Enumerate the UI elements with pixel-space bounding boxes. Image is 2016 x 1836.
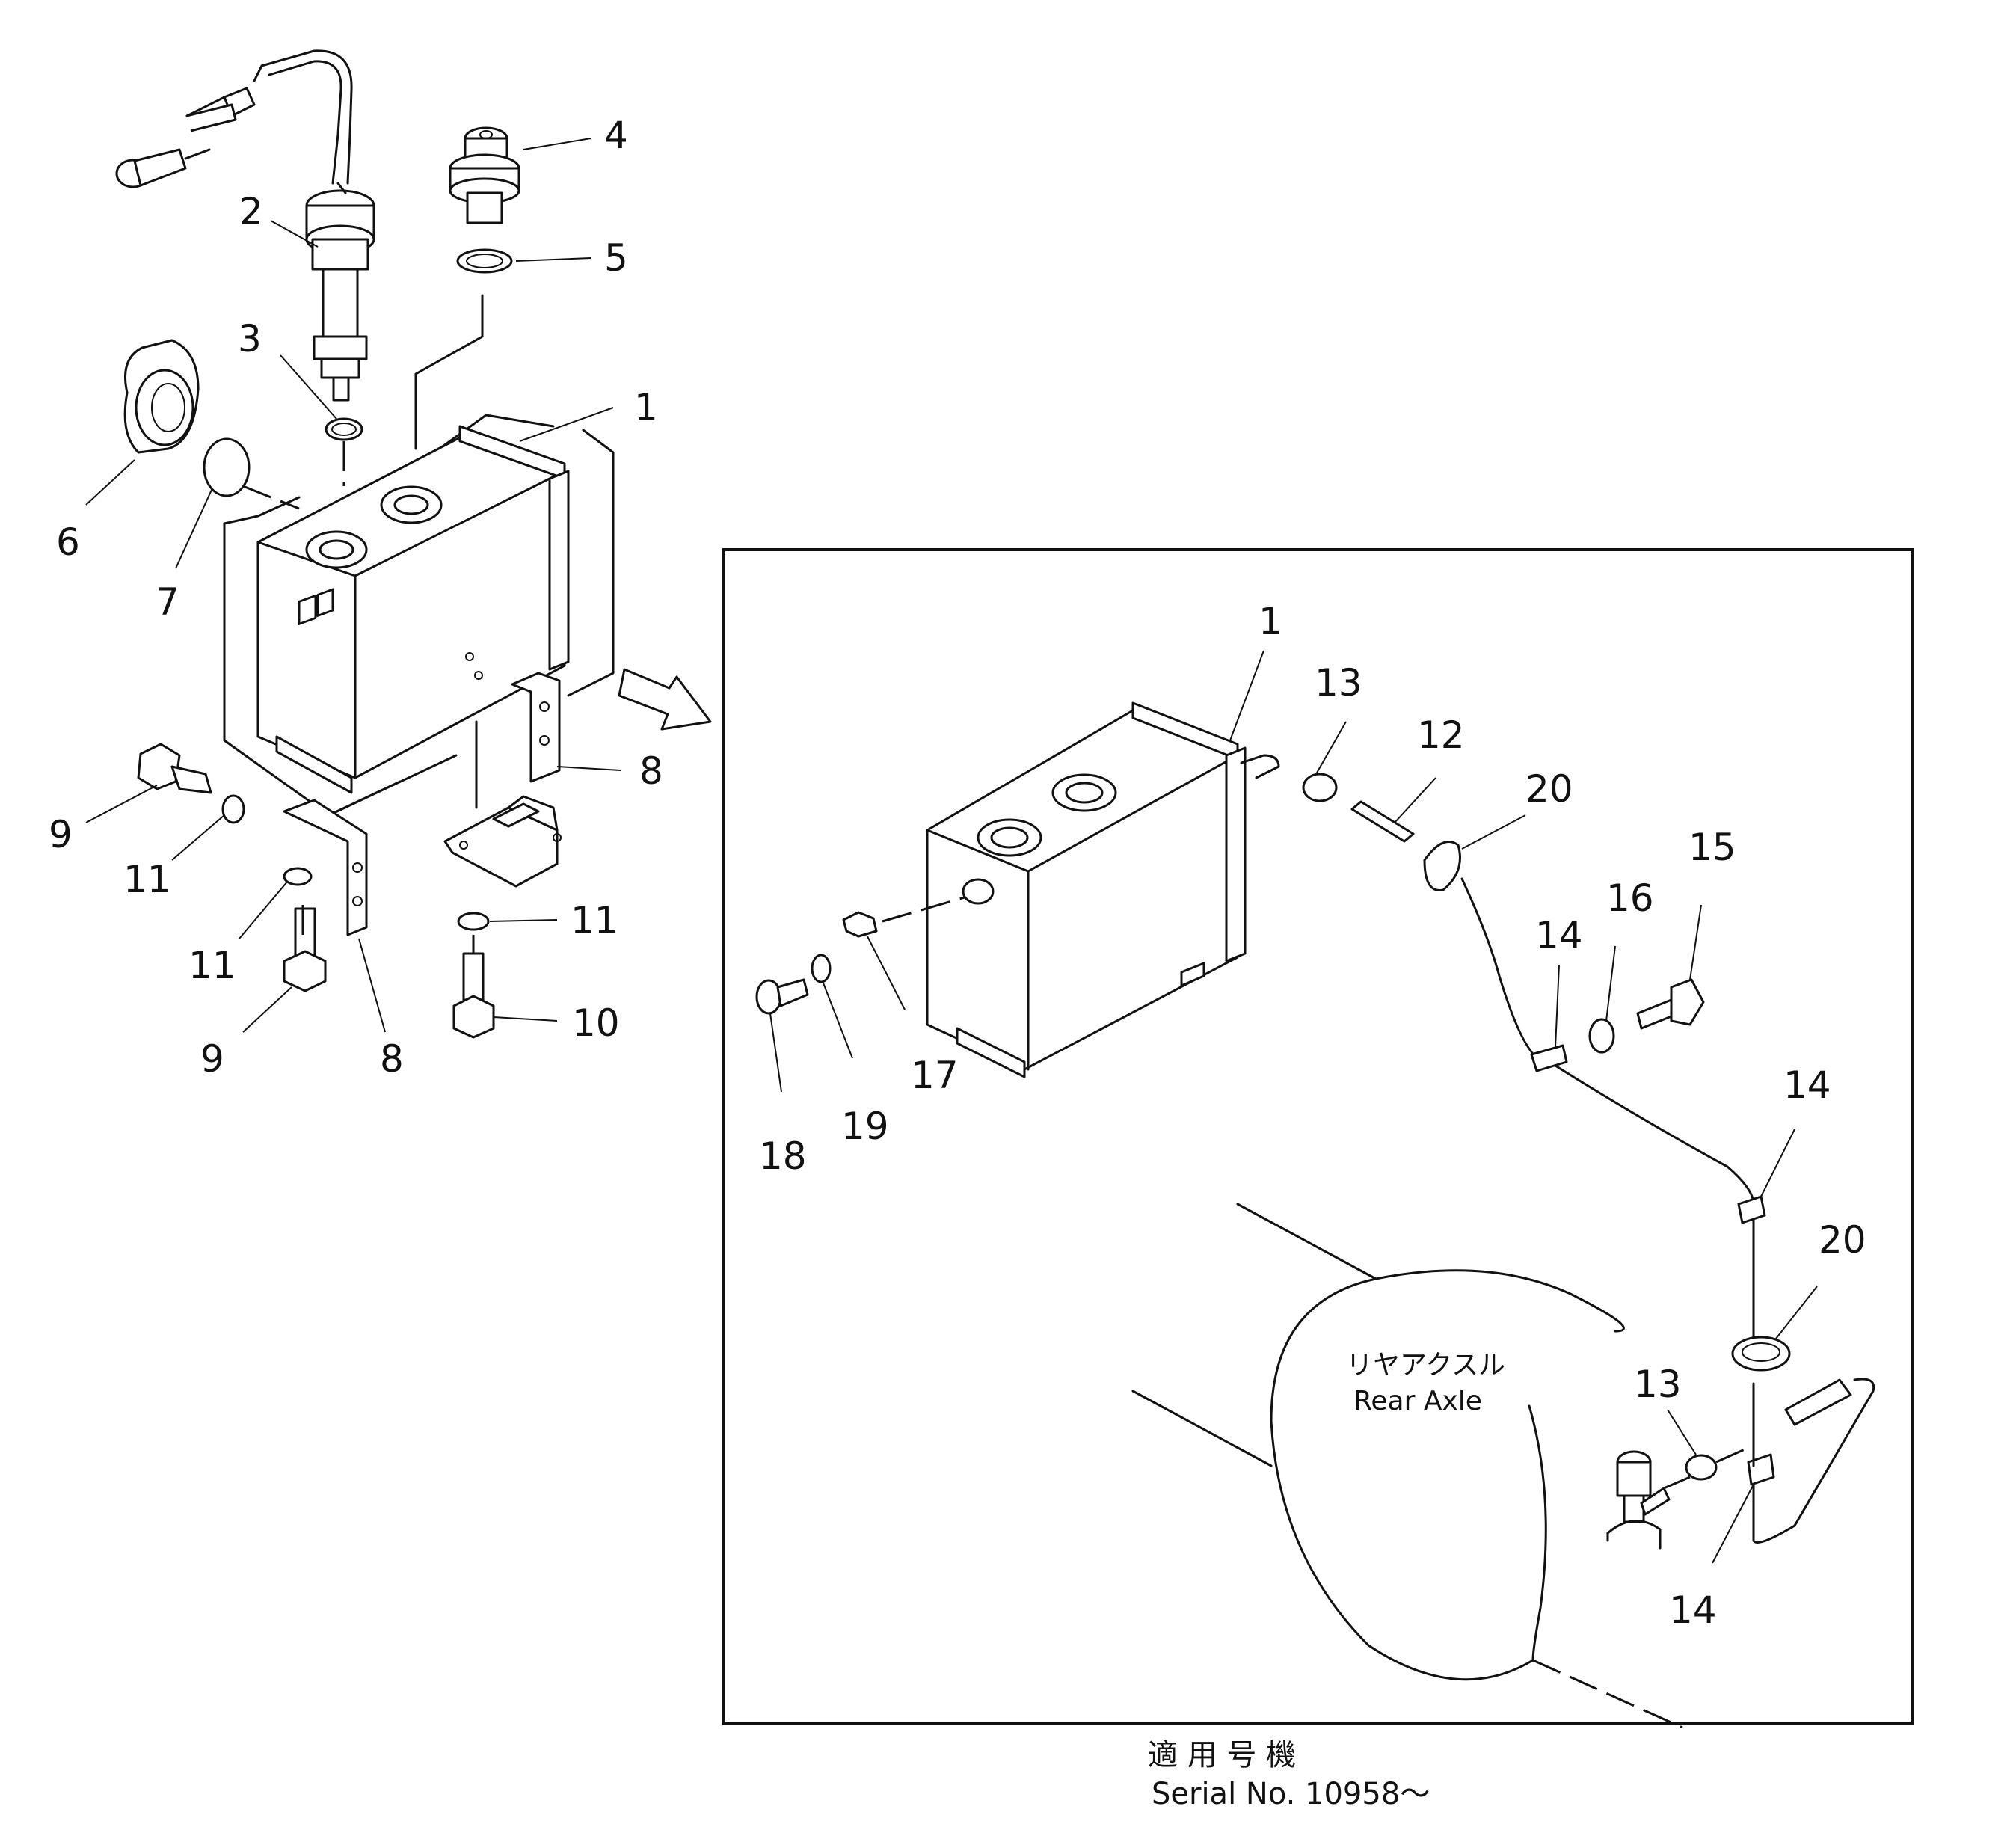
washer-part11b — [283, 867, 313, 886]
label-detail-13a: 13 — [1315, 661, 1362, 704]
bolt-part10 — [452, 952, 495, 1039]
label-11a: 11 — [123, 858, 171, 901]
label-detail-13b: 13 — [1634, 1363, 1682, 1406]
detail-frame — [722, 548, 1914, 1725]
clip-part14b — [1737, 1195, 1766, 1224]
label-9a: 9 — [49, 813, 73, 856]
label-5: 5 — [604, 236, 628, 280]
label-detail-17: 17 — [911, 1054, 959, 1097]
label-11b: 11 — [188, 944, 236, 987]
cap-part6 — [123, 339, 200, 454]
bolt-part9b — [283, 907, 327, 992]
level-sensor-part2 — [115, 49, 375, 402]
label-10: 10 — [572, 1001, 620, 1045]
label-11c: 11 — [571, 899, 618, 942]
detail-view — [755, 650, 1875, 1729]
mount-bracket — [443, 720, 562, 888]
rear-axle — [1131, 1203, 1683, 1729]
bolt-part15 — [1636, 978, 1705, 1030]
label-detail-14a: 14 — [1535, 914, 1583, 957]
tank-body — [256, 425, 570, 794]
label-detail-12: 12 — [1417, 713, 1465, 757]
label-6: 6 — [56, 521, 80, 564]
label-4: 4 — [604, 114, 628, 157]
label-detail-20a: 20 — [1525, 767, 1573, 811]
label-2: 2 — [239, 190, 263, 233]
detail-tank — [926, 701, 1280, 1078]
rear-axle-label-jp: リヤアクスル — [1346, 1350, 1505, 1381]
label-3: 3 — [238, 317, 262, 360]
part-labels: 1 2 3 4 5 6 7 8 8 9 9 10 11 11 11 1 12 1… — [49, 114, 1866, 1632]
label-8b: 8 — [380, 1037, 404, 1081]
plug-part4 — [449, 126, 520, 224]
label-detail-16: 16 — [1606, 876, 1654, 920]
clamp-part13b — [1685, 1454, 1718, 1481]
serial-number: Serial No. 10958～ — [1152, 1777, 1430, 1811]
clip-part14c — [1747, 1453, 1775, 1486]
bracket-part8a — [511, 672, 561, 783]
rear-axle-label-en: Rear Axle — [1353, 1386, 1482, 1416]
label-9b: 9 — [200, 1037, 224, 1081]
label-detail-18: 18 — [759, 1135, 807, 1178]
label-detail-14c: 14 — [1669, 1588, 1717, 1632]
hose-part12 — [1350, 800, 1415, 843]
label-detail-19: 19 — [841, 1105, 889, 1148]
hose-lower — [1784, 1378, 1852, 1426]
clamp-part13a — [1302, 773, 1338, 802]
label-1: 1 — [634, 386, 658, 429]
gasket-part5 — [456, 248, 513, 274]
clip-part17 — [842, 911, 878, 938]
screw-part18 — [755, 978, 809, 1015]
label-8a: 8 — [639, 749, 663, 793]
o-ring-part3 — [325, 417, 363, 441]
drain-valve — [1606, 1450, 1671, 1550]
washer-part19 — [811, 954, 832, 983]
label-detail-14b: 14 — [1783, 1063, 1831, 1107]
clamp-part20a — [1423, 841, 1461, 891]
washer-part11c — [457, 912, 490, 931]
detail-arrow — [618, 668, 712, 731]
washer-part16 — [1588, 1018, 1615, 1054]
label-detail-1: 1 — [1259, 600, 1282, 643]
label-7: 7 — [156, 580, 179, 624]
washer-part11a — [221, 794, 245, 824]
clamp-part20b — [1731, 1336, 1791, 1372]
serial-label-jp: 適 用 号 機 — [1148, 1738, 1296, 1772]
label-detail-15: 15 — [1688, 826, 1736, 869]
bracket-part8b — [283, 799, 368, 936]
o-ring-part7 — [203, 437, 251, 497]
clip-part14a — [1530, 1044, 1568, 1072]
bolt-part9a — [137, 743, 212, 794]
main-tank-exploded — [85, 49, 621, 1039]
label-detail-20b: 20 — [1819, 1218, 1866, 1262]
